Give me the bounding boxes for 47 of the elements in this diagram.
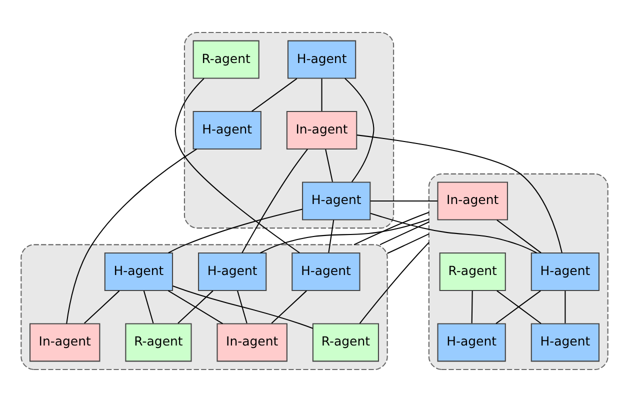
connector bbox=[359, 242, 430, 324]
cluster bbox=[20, 244, 388, 370]
connector bbox=[328, 220, 334, 252]
node-box: R-agent bbox=[192, 40, 260, 78]
connector bbox=[471, 290, 473, 323]
cluster bbox=[428, 172, 608, 370]
connector bbox=[237, 290, 248, 323]
connector bbox=[271, 290, 307, 324]
node-box: H-agent bbox=[530, 252, 600, 290]
node-box: In-agent bbox=[286, 110, 358, 150]
connector bbox=[174, 78, 300, 253]
connector bbox=[260, 218, 430, 253]
connector bbox=[66, 148, 197, 324]
node-box: In-agent bbox=[216, 322, 288, 362]
cluster bbox=[184, 31, 394, 228]
connector bbox=[143, 290, 154, 323]
connector bbox=[178, 290, 214, 324]
node-box: H-agent bbox=[437, 322, 506, 362]
connector bbox=[252, 78, 298, 112]
connector bbox=[370, 212, 537, 253]
connector bbox=[321, 78, 322, 111]
connector bbox=[496, 219, 542, 253]
connector bbox=[356, 134, 562, 252]
node-box: H-agent bbox=[287, 40, 356, 78]
node-box: H-agent bbox=[302, 181, 371, 220]
node-box: H-agent bbox=[292, 252, 360, 290]
connector bbox=[325, 148, 333, 182]
connector bbox=[380, 221, 430, 245]
node-box: In-agent bbox=[29, 322, 100, 362]
node-box: In-agent bbox=[437, 181, 508, 220]
node-box: R-agent bbox=[439, 252, 506, 290]
node-box: H-agent bbox=[104, 252, 174, 290]
node-box: R-agent bbox=[312, 322, 379, 362]
connector bbox=[344, 77, 374, 182]
connector bbox=[354, 211, 430, 245]
connector bbox=[564, 290, 566, 323]
connector bbox=[172, 285, 313, 328]
connector bbox=[168, 290, 224, 324]
connector bbox=[387, 232, 430, 254]
connector bbox=[84, 290, 120, 324]
node-box: R-agent bbox=[125, 322, 192, 362]
connector bbox=[242, 148, 308, 253]
connector bbox=[370, 200, 438, 202]
node-box: H-agent bbox=[198, 252, 267, 290]
node-box: H-agent bbox=[192, 110, 262, 150]
node-box: H-agent bbox=[530, 322, 600, 362]
connector bbox=[168, 208, 302, 253]
